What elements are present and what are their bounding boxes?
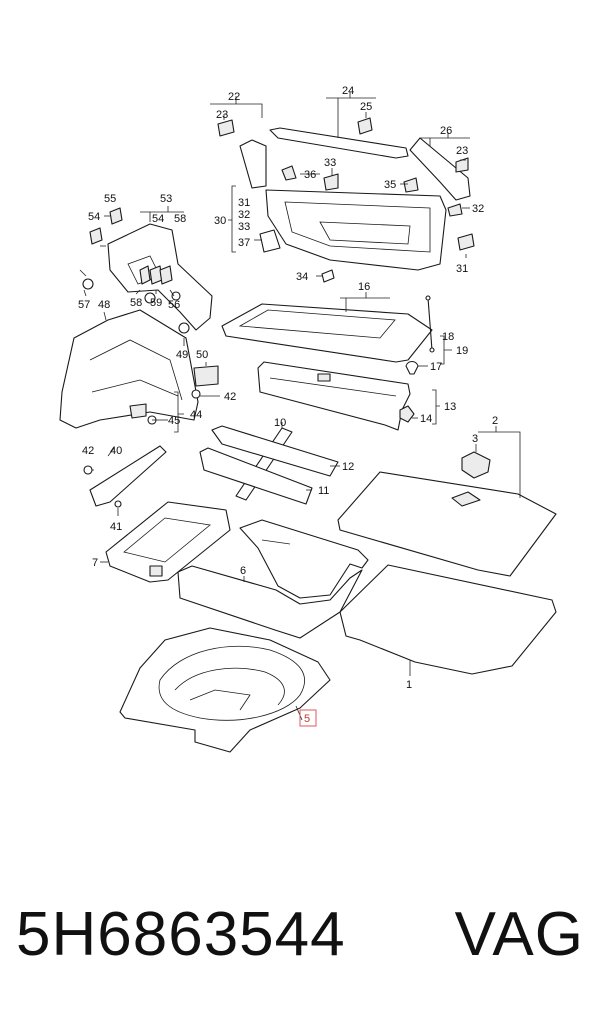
callout-59: 59 bbox=[150, 297, 162, 309]
callout-30: 30 bbox=[214, 215, 226, 227]
callout-1: 1 bbox=[406, 679, 412, 691]
part-11-divider-panel bbox=[199, 447, 313, 505]
callout-32a: 32 bbox=[238, 209, 250, 221]
callout-56: 56 bbox=[168, 299, 180, 311]
callout-31a: 31 bbox=[238, 197, 250, 209]
callout-23a: 23 bbox=[216, 109, 228, 121]
part-24-upper-trim bbox=[269, 127, 409, 159]
callout-37: 37 bbox=[238, 237, 250, 249]
callout-36: 36 bbox=[304, 169, 316, 181]
part-16-parcel-shelf bbox=[221, 303, 433, 363]
part-17-hook bbox=[405, 360, 419, 375]
part-40-bracket bbox=[89, 445, 167, 507]
callout-3: 3 bbox=[472, 433, 478, 445]
callout-11: 11 bbox=[318, 485, 329, 497]
callout-33b: 33 bbox=[324, 157, 336, 169]
callout-54b: 54 bbox=[152, 213, 164, 225]
part-34-screw bbox=[321, 269, 335, 283]
callout-31b: 31 bbox=[456, 263, 468, 275]
callout-19: 19 bbox=[456, 345, 468, 357]
callout-57: 57 bbox=[78, 299, 90, 311]
part-48-lower-side-trim bbox=[59, 309, 199, 429]
callout-55: 55 bbox=[104, 193, 116, 205]
part-37-cover bbox=[259, 229, 281, 253]
callout-34: 34 bbox=[296, 271, 308, 283]
callout-58b: 58 bbox=[130, 297, 142, 309]
brand-name: VAG bbox=[454, 900, 584, 969]
callout-33a: 33 bbox=[238, 221, 250, 233]
caption-bar: 5H6863544 VAG bbox=[0, 890, 600, 980]
part-31-tailgate-trim bbox=[265, 189, 447, 271]
callout-24: 24 bbox=[342, 85, 354, 97]
part-22-side-trim bbox=[239, 139, 267, 189]
callout-49: 49 bbox=[176, 349, 188, 361]
callout-25: 25 bbox=[360, 101, 372, 113]
callout-14: 14 bbox=[420, 413, 432, 425]
part-6-foam-tray bbox=[177, 519, 369, 639]
callout-16: 16 bbox=[358, 281, 370, 293]
small-clips bbox=[82, 117, 475, 508]
callout-labels: 1 2 3 4 5 6 7 10 11 12 13 14 16 17 18 19… bbox=[78, 85, 498, 725]
callout-32b: 32 bbox=[472, 203, 484, 215]
highlight-box bbox=[299, 709, 317, 727]
callout-44: 44 bbox=[190, 409, 202, 421]
callout-40: 40 bbox=[110, 445, 122, 457]
callout-22: 22 bbox=[228, 91, 240, 103]
part-5-floor-pan bbox=[119, 627, 331, 753]
callout-42a: 42 bbox=[224, 391, 236, 403]
callout-7: 7 bbox=[92, 557, 98, 569]
part-18-strut bbox=[425, 295, 435, 353]
callout-53: 53 bbox=[160, 193, 172, 205]
callout-26: 26 bbox=[440, 125, 452, 137]
exploded-parts-diagram: 1 2 3 4 5 6 7 10 11 12 13 14 16 17 18 19… bbox=[59, 85, 557, 753]
callout-23b: 23 bbox=[456, 145, 468, 157]
callout-42b: 42 bbox=[82, 445, 94, 457]
callout-54a: 54 bbox=[88, 211, 100, 223]
callout-17: 17 bbox=[430, 361, 442, 373]
callout-35: 35 bbox=[384, 179, 396, 191]
callout-50: 50 bbox=[196, 349, 208, 361]
callout-41: 41 bbox=[110, 521, 122, 533]
callout-6: 6 bbox=[240, 565, 246, 577]
part-1-floor-mat bbox=[339, 564, 557, 675]
part-2-loading-floor bbox=[337, 471, 557, 577]
part-3-handle bbox=[461, 451, 491, 479]
callout-10: 10 bbox=[274, 417, 286, 429]
leader-lines bbox=[79, 92, 521, 721]
callout-5: 5 bbox=[304, 713, 310, 725]
part-12-divider-panel bbox=[211, 425, 339, 477]
callout-13: 13 bbox=[444, 401, 456, 413]
callout-48: 48 bbox=[98, 299, 110, 311]
callout-45: 45 bbox=[168, 415, 180, 427]
part-7-tool-box bbox=[105, 501, 231, 583]
callout-18: 18 bbox=[442, 331, 454, 343]
part-14-clip bbox=[399, 405, 415, 423]
callout-12: 12 bbox=[342, 461, 354, 473]
callout-2: 2 bbox=[492, 415, 498, 427]
callout-58a: 58 bbox=[174, 213, 186, 225]
part-number: 5H6863544 bbox=[16, 900, 346, 969]
